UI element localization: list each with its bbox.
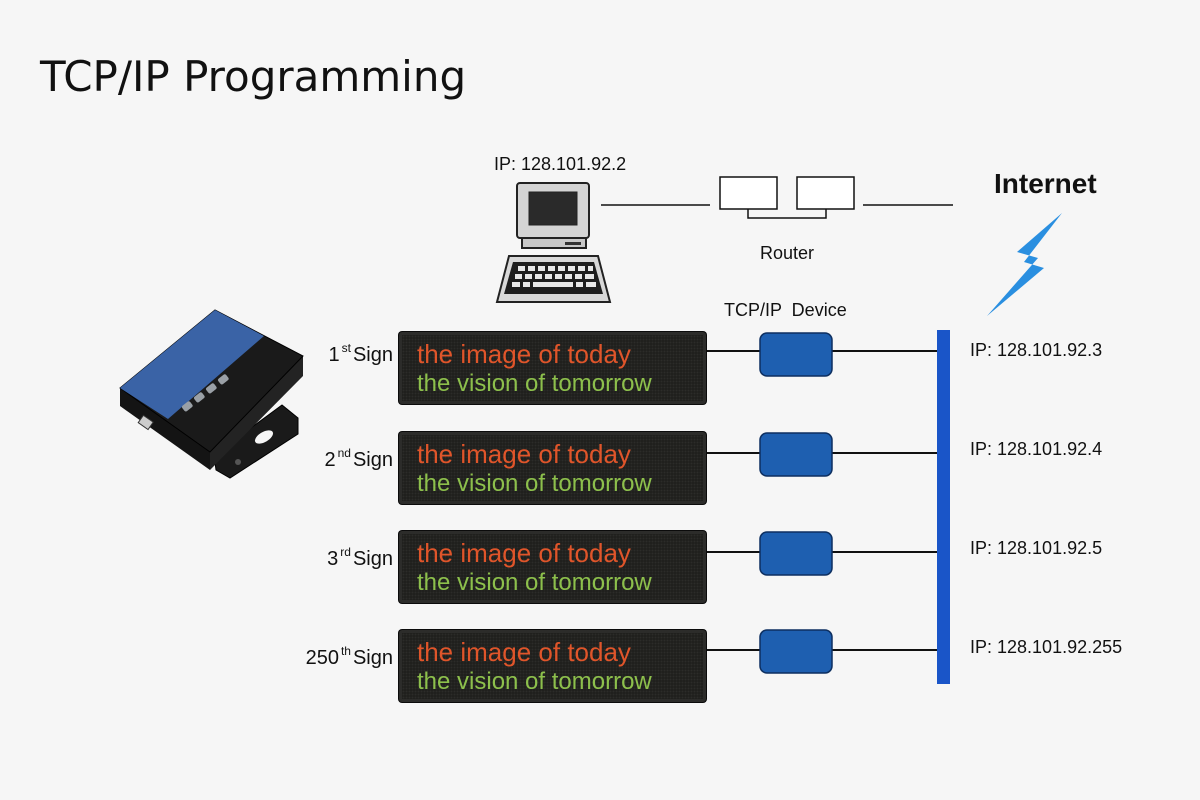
network-bus xyxy=(937,330,950,684)
sign-line-1: the image of today xyxy=(417,339,631,369)
lightning-icon xyxy=(987,213,1062,316)
internet-label: Internet xyxy=(994,168,1097,199)
controller-device-icon xyxy=(119,309,304,479)
tcp-device-1 xyxy=(759,332,833,377)
sign-word: Sign xyxy=(352,449,393,471)
led-sign-4: the image of today the vision of tomorro… xyxy=(399,630,706,702)
sign-line-1: the image of today xyxy=(417,538,631,568)
sign-line-2: the vision of tomorrow xyxy=(417,370,652,397)
sign-connections xyxy=(706,350,937,651)
sign-ordinal-suffix: nd xyxy=(337,446,351,460)
tcp-device-4 xyxy=(759,629,833,674)
tcp-device-label: TCP/IP Device xyxy=(724,300,847,320)
sign-ip-label: IP: 128.101.92.3 xyxy=(970,340,1103,360)
sign-ip-label: IP: 128.101.92.5 xyxy=(970,538,1103,558)
tcp-device-2 xyxy=(759,432,833,477)
sign-number: 1 xyxy=(328,344,340,366)
led-sign-3: the image of today the vision of tomorro… xyxy=(399,531,706,603)
sign-ip-label: IP: 128.101.92.4 xyxy=(970,439,1103,459)
sign-ordinal-suffix: rd xyxy=(340,545,351,559)
page-title: TCP/IP Programming xyxy=(40,52,467,101)
sign-line-2: the vision of tomorrow xyxy=(417,668,652,695)
sign-line-2: the vision of tomorrow xyxy=(417,569,652,596)
led-sign-1: the image of today the vision of tomorro… xyxy=(399,332,706,404)
sign-ordinal-suffix: st xyxy=(341,341,351,355)
sign-number: 250 xyxy=(305,647,339,669)
sign-word: Sign xyxy=(352,344,393,366)
router-icon xyxy=(719,176,855,219)
computer-ip-label: IP: 128.101.92.2 xyxy=(494,154,627,174)
sign-word: Sign xyxy=(352,647,393,669)
sign-word: Sign xyxy=(352,548,393,570)
sign-line-1: the image of today xyxy=(417,439,631,469)
sign-line-1: the image of today xyxy=(417,637,631,667)
led-sign-2: the image of today the vision of tomorro… xyxy=(399,432,706,504)
sign-line-2: the vision of tomorrow xyxy=(417,470,652,497)
sign-ip-label: IP: 128.101.92.255 xyxy=(970,637,1123,657)
sign-ordinal-suffix: th xyxy=(340,644,351,658)
tcp-device-3 xyxy=(759,531,833,576)
sign-number: 2 xyxy=(324,449,336,471)
router-label: Router xyxy=(760,243,815,263)
sign-number: 3 xyxy=(327,548,339,570)
computer-terminal-icon xyxy=(495,182,612,303)
